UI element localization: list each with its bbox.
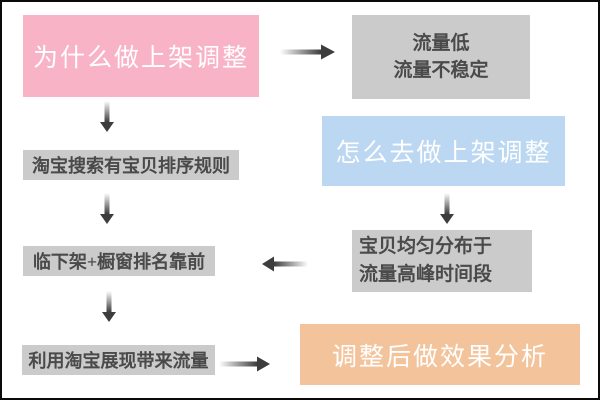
arrow-right-icon [219, 356, 270, 372]
arrow-left-icon [262, 256, 308, 272]
arrow-down-icon [100, 193, 114, 224]
traffic-problem-line1: 流量低 [412, 33, 470, 54]
how-adjust-box: 怎么去做上架调整 [322, 116, 565, 186]
result-analysis-box: 调整后做效果分析 [300, 324, 580, 385]
search-rule-box: 淘宝搜索有宝贝排序规则 [23, 150, 239, 180]
distribute-box: 宝贝均匀分布于 流量高峰时间段 [352, 230, 532, 292]
why-adjust-box: 为什么做上架调整 [23, 15, 259, 97]
arrow-right-icon [280, 44, 335, 60]
distribute-line2: 流量高峰时间段 [359, 264, 493, 285]
display-traffic-box: 利用淘宝展现带来流量 [22, 345, 215, 375]
traffic-problem-line2: 流量不稳定 [393, 60, 489, 81]
traffic-problem-box: 流量低 流量不稳定 [352, 15, 530, 99]
arrow-down-icon [102, 291, 116, 322]
arrow-down-icon [440, 193, 454, 224]
arrow-down-icon [100, 101, 114, 132]
rank-box: 临下架+橱窗排名靠前 [23, 246, 215, 276]
distribute-line1: 宝贝均匀分布于 [359, 236, 493, 257]
